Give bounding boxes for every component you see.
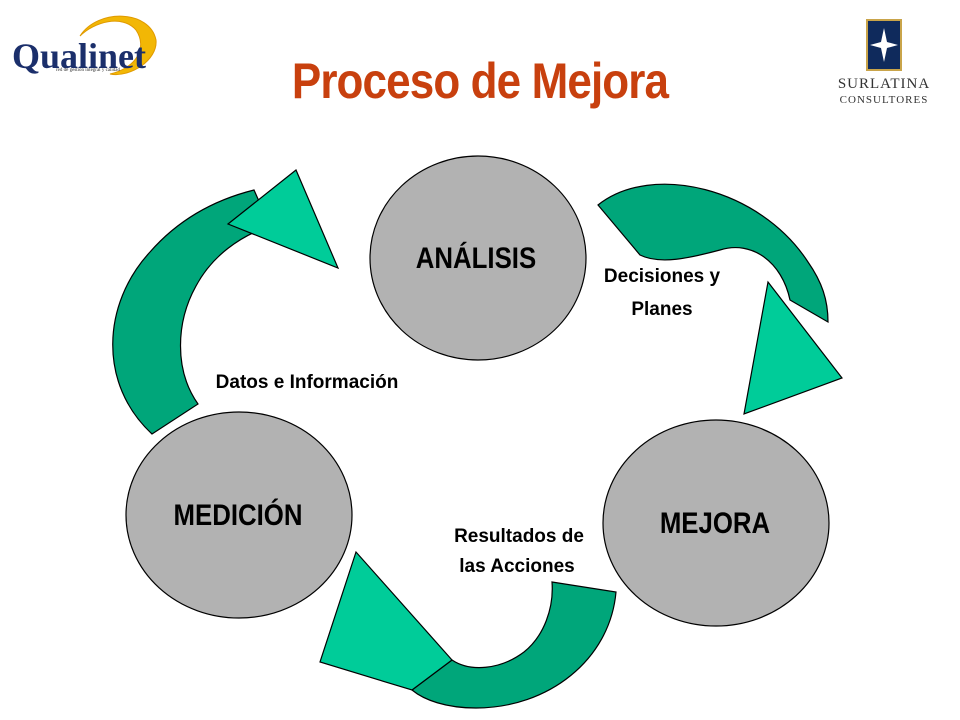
qualinet-logo-graphic: Qualinet [12, 15, 157, 76]
edge-analisis-mejora-label-line2: Planes [631, 299, 692, 320]
page-title: Proceso de Mejora [291, 53, 669, 109]
node-medicion [125, 411, 353, 619]
arrow-medicion-to-analisis-head [226, 169, 340, 270]
node-analisis [369, 155, 587, 361]
qualinet-logo-text: Qualinet [12, 36, 146, 76]
arrow-mejora-to-medicion-head [319, 550, 453, 691]
arrow-mejora-to-medicion [319, 550, 617, 709]
surlatina-emblem [866, 19, 902, 71]
node-mejora-label: MEJORA [660, 506, 770, 539]
surlatina-logo: SURLATINA CONSULTORES [826, 18, 942, 108]
node-analisis-label: ANÁLISIS [416, 241, 536, 274]
node-medicion-label: MEDICIÓN [174, 498, 303, 531]
arrow-medicion-to-analisis [112, 169, 340, 435]
arrow-analisis-to-mejora [597, 183, 843, 415]
arrow-mejora-to-medicion-band [411, 581, 617, 709]
qualinet-tagline: red de gestión integral y calidad [56, 68, 121, 73]
qualinet-logo: Qualinet red de gestión integral y calid… [10, 8, 160, 86]
edge-analisis-mejora-label-line1: Decisiones y [604, 266, 721, 287]
edge-medicion-analisis-label: Datos e Información [216, 372, 399, 393]
edge-mejora-medicion-label-line1: Resultados de [454, 526, 584, 547]
edge-mejora-medicion-label-line2: las Acciones [459, 556, 574, 577]
surlatina-name: SURLATINA [837, 76, 931, 92]
surlatina-subtitle: CONSULTORES [839, 94, 929, 106]
node-mejora [602, 419, 830, 627]
arrow-medicion-to-analisis-band [112, 189, 271, 435]
arrow-analisis-to-mejora-head [743, 280, 843, 415]
arrow-analisis-to-mejora-band [597, 183, 829, 324]
